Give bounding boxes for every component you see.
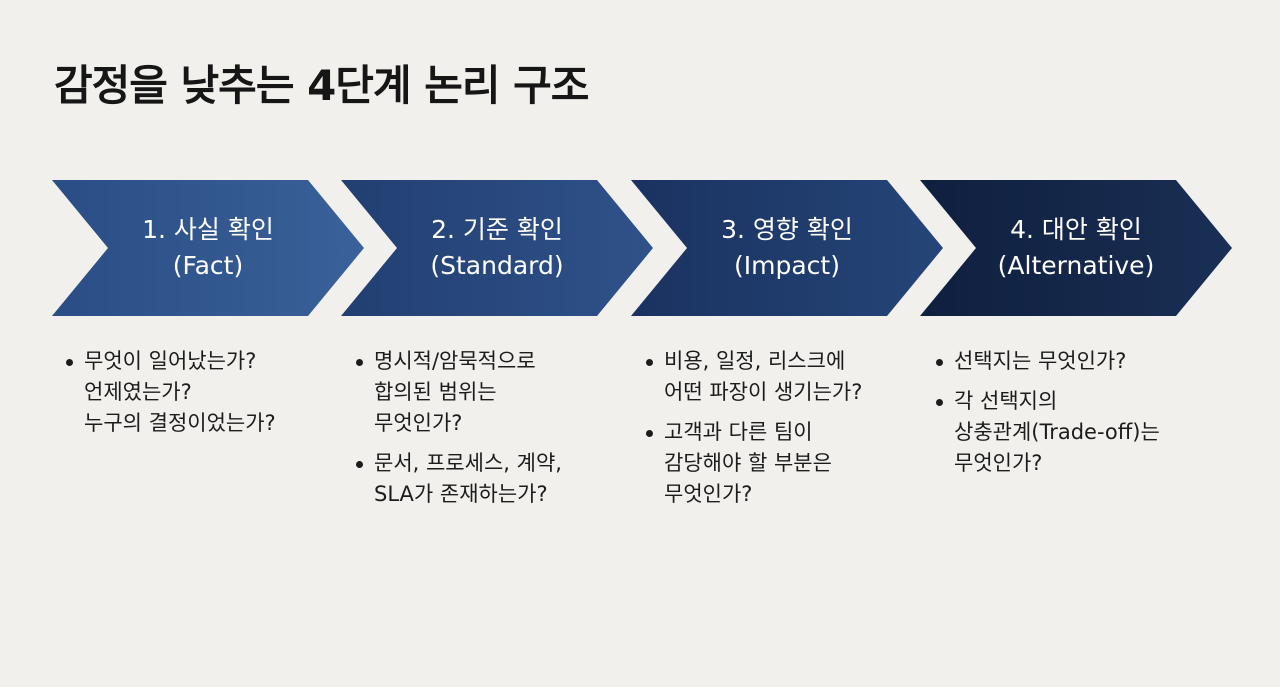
step-3-subtitle: (Impact) — [734, 251, 840, 280]
chevron-step-3: 3. 영향 확인 (Impact) — [631, 180, 943, 316]
bullet-item: 각 선택지의 상충관계(Trade-off)는 무엇인가? — [934, 386, 1234, 479]
bullet-item: 명시적/암묵적으로 합의된 범위는 무엇인가? — [354, 346, 624, 439]
chevron-shape-2 — [341, 180, 653, 316]
bullet-item: 문서, 프로세스, 계약, SLA가 존재하는가? — [354, 448, 624, 510]
chevron-step-1: 1. 사실 확인 (Fact) — [52, 180, 364, 316]
step-1-bullets: 무엇이 일어났는가? 언제였는가? 누구의 결정이었는가? — [64, 346, 334, 448]
chevron-step-4: 4. 대안 확인 (Alternative) — [920, 180, 1232, 316]
step-3-title: 3. 영향 확인 — [721, 215, 853, 244]
step-2-subtitle: (Standard) — [430, 251, 564, 280]
bullet-item: 무엇이 일어났는가? 언제였는가? 누구의 결정이었는가? — [64, 346, 334, 439]
bullet-item: 고객과 다른 팀이 감당해야 할 부분은 무엇인가? — [644, 417, 914, 510]
step-2-title: 2. 기준 확인 — [431, 215, 563, 244]
chevron-shape-1 — [52, 180, 364, 316]
step-2-bullets: 명시적/암묵적으로 합의된 범위는 무엇인가? 문서, 프로세스, 계약, SL… — [354, 346, 624, 519]
chevron-shape-3 — [631, 180, 943, 316]
bullet-item: 비용, 일정, 리스크에 어떤 파장이 생기는가? — [644, 346, 914, 408]
step-1-subtitle: (Fact) — [172, 251, 244, 280]
step-3-bullets: 비용, 일정, 리스크에 어떤 파장이 생기는가? 고객과 다른 팀이 감당해야… — [644, 346, 914, 519]
chevron-shape-4 — [920, 180, 1232, 316]
chevron-step-2: 2. 기준 확인 (Standard) — [341, 180, 653, 316]
step-4-subtitle: (Alternative) — [997, 251, 1155, 280]
step-4-title: 4. 대안 확인 — [1010, 215, 1142, 244]
slide-title: 감정을 낮추는 4단계 논리 구조 — [54, 61, 589, 110]
step-1-title: 1. 사실 확인 — [142, 215, 274, 244]
step-4-bullets: 선택지는 무엇인가? 각 선택지의 상충관계(Trade-off)는 무엇인가? — [934, 346, 1234, 488]
bullet-item: 선택지는 무엇인가? — [934, 346, 1234, 377]
